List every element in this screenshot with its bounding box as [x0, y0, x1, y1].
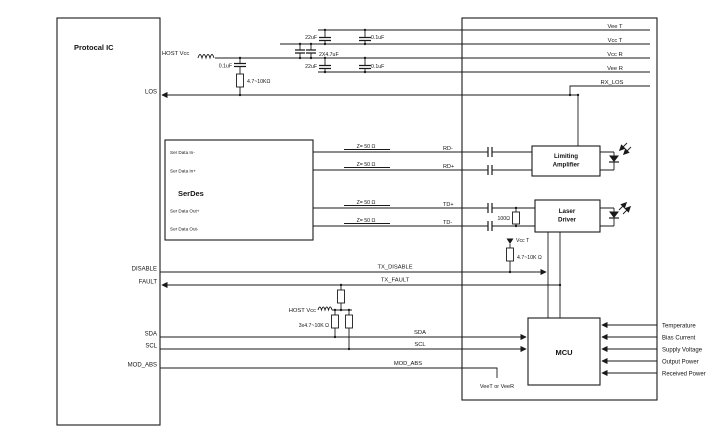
limiting-amp-line1: Limiting: [554, 153, 578, 160]
serdes-in-plus: Ser Data In+: [170, 169, 196, 174]
sda-net-label: SDA: [414, 330, 426, 336]
vee-r-label: Vee R: [607, 66, 623, 72]
limiting-amp-line2: Amplifier: [553, 162, 580, 169]
sda-pin-label: SDA: [145, 332, 157, 338]
host-vcc-top-label: HOST Vcc: [162, 51, 189, 57]
rx-los-label: RX_LOS: [601, 80, 624, 86]
resistors: [236, 73, 520, 329]
td-minus-label: TD-: [443, 220, 452, 226]
monitor-output-power: Output Power: [662, 360, 699, 366]
serdes-out-minus: Ser Data Out-: [170, 227, 199, 232]
rx-los-stub: [569, 85, 650, 95]
sda-pullup-resistor: [331, 314, 339, 329]
scl-pin-label: SCL: [145, 344, 157, 350]
z50-label-1: Z= 50 Ω: [357, 144, 376, 150]
laser-diode-icon: [609, 211, 619, 218]
fault-pullup-resistor: [337, 289, 345, 304]
td-plus-label: TD+: [443, 202, 454, 208]
optical-module-box: [461, 17, 658, 401]
laser-driver-line2: Driver: [558, 217, 576, 224]
z50-label-4: Z= 50 Ω: [357, 218, 376, 224]
rd-plus-label: RD+: [443, 164, 454, 170]
coupling-caps: [487, 147, 493, 231]
bead-icon: [197, 54, 215, 60]
tline-bars: [344, 149, 390, 224]
monitor-temperature: Temperature: [662, 324, 696, 330]
scl-net-label: SCL: [414, 342, 426, 348]
z50-label-3: Z= 50 Ω: [357, 200, 376, 206]
los-pullup-resistor: [236, 73, 244, 88]
termination-label: 100Ω: [497, 216, 510, 222]
bead2-icon: [317, 306, 333, 312]
serdes-in-minus: Ser Data In-: [170, 150, 195, 155]
vcc-r-label: Vcc R: [607, 52, 622, 58]
monitor-received-power: Received Power: [662, 372, 706, 378]
wires: [160, 29, 657, 378]
mod-abs-pin-label: MOD_ABS: [128, 363, 157, 369]
los-cap-label: 0.1uF: [219, 64, 232, 70]
termination-resistor: [512, 211, 520, 225]
cap-bulk-label: 2X4.7uF: [319, 52, 339, 58]
monitor-bias-current: Bias Current: [662, 336, 696, 342]
protocol-ic-box: [56, 17, 161, 426]
txdisable-pullup-resistor: [506, 247, 514, 262]
cap-01uf-bot-label: 0.1uF: [371, 64, 384, 70]
fault-pin-label: FAULT: [139, 280, 158, 286]
pullup-3x-label: 3x4.7~10K Ω: [299, 323, 329, 329]
mod-abs-net-label: MOD_ABS: [394, 361, 422, 367]
vcc-t-label: Vcc T: [608, 38, 623, 44]
vee-ref-label: VeeT or VeeR: [480, 384, 514, 390]
rd-minus-label: RD-: [443, 146, 453, 152]
block-outlines: [56, 17, 658, 426]
laser-driver-box: [534, 199, 601, 233]
junction-dots: [238, 28, 580, 351]
serdes-out-plus: Ser Data Out+: [170, 209, 200, 214]
scl-pullup-resistor: [345, 314, 353, 329]
los-pin-label: LOS: [145, 90, 157, 96]
z50-label-2: Z= 50 Ω: [357, 162, 376, 168]
limiting-amplifier-box: [531, 145, 601, 177]
vcc-flag-icon: [506, 238, 514, 244]
los-res-label: 4.7~10KΩ: [247, 79, 270, 85]
protocol-ic-title: Protocal IC: [74, 43, 114, 52]
mcu-box: [527, 317, 601, 386]
mcu-title: MCU: [555, 348, 572, 357]
vee-t-label: Vee T: [607, 24, 623, 30]
mod-abs-wire: [160, 367, 498, 378]
tx-fault-net-label: TX_FAULT: [381, 278, 410, 284]
cap-22uf-top-label: 22uF: [305, 35, 317, 41]
cap-22uf-bot-label: 22uF: [305, 64, 317, 70]
capacitor-plates: [234, 36, 371, 70]
diode-symbols: [506, 155, 619, 244]
host-vcc-mid-label: HOST Vcc: [289, 308, 316, 314]
disable-pin-label: DISABLE: [132, 267, 157, 273]
tx-disable-net-label: TX_DISABLE: [377, 265, 412, 271]
laser-driver-line1: Laser: [559, 208, 576, 215]
serdes-box: [164, 139, 314, 241]
monitor-supply-voltage: Supply Voltage: [662, 348, 703, 354]
photodiode-icon: [609, 155, 619, 162]
serdes-title: SerDes: [178, 189, 204, 198]
vcct-flag-label: Vcc T: [516, 238, 530, 244]
txdisable-pullup-label: 4.7~10K Ω: [517, 255, 542, 261]
cap-01uf-top-label: 0.1uF: [371, 35, 384, 41]
